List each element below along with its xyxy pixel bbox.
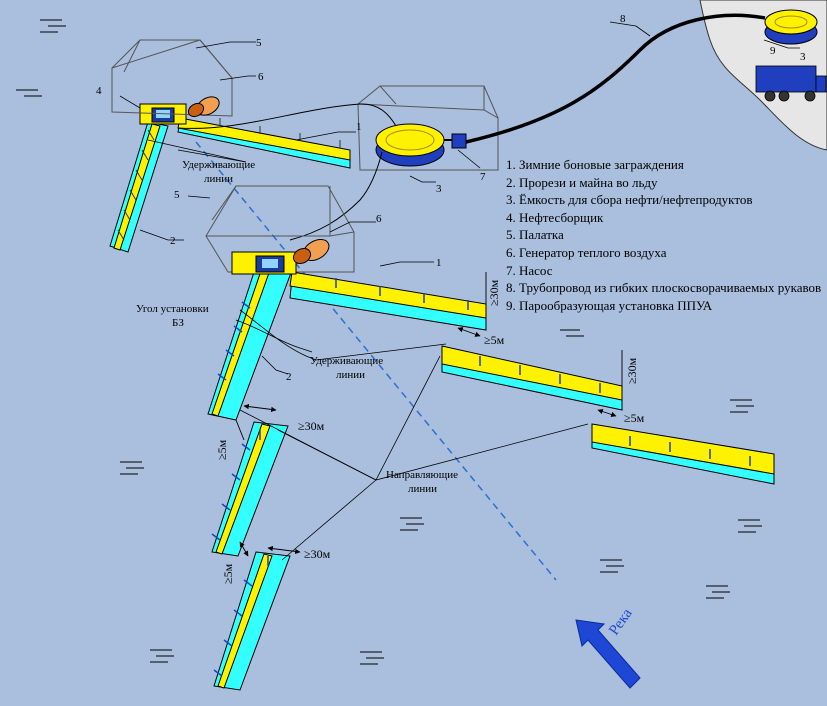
callout-8: 8 xyxy=(620,13,626,25)
lower-boom-system xyxy=(205,185,775,691)
right-boom-b xyxy=(591,423,775,475)
gap-5m-1: ≥5м xyxy=(484,333,505,347)
callout-6-lower: 6 xyxy=(376,213,382,225)
steam-truck-9 xyxy=(755,65,827,102)
river-axis-line xyxy=(195,141,557,581)
legend-item-5: 5. Палатка xyxy=(506,227,564,243)
anchor-posts xyxy=(211,278,751,677)
hose-skimmer-to-tank xyxy=(177,103,397,129)
guide-lines-label-1: Направляющие xyxy=(386,469,458,481)
lower-boom-2b xyxy=(215,423,271,555)
legend-item-8: 8. Трубопровод из гибких плоскосворачива… xyxy=(506,280,822,296)
callout-2-lower: 2 xyxy=(286,371,292,383)
gap-5m-2: ≥5м xyxy=(624,411,645,425)
gap-5m-3: ≥5м xyxy=(215,439,229,460)
legend-item-6: 6. Генератор теплого воздуха xyxy=(506,244,667,260)
pump-7 xyxy=(451,133,467,149)
legend-item-9: 9. Парообразующая установка ППУА xyxy=(506,297,713,313)
callout-4: 4 xyxy=(96,85,102,97)
hose-lower-skimmer xyxy=(289,151,383,241)
lower-heater xyxy=(292,239,330,265)
callout-3-shore: 3 xyxy=(800,51,806,63)
upper-heater xyxy=(187,96,220,118)
holding-lines-label-1: Удерживающие xyxy=(182,159,255,171)
angle-label-1: Угол установки xyxy=(136,303,209,315)
guide-lines-label-2: линии xyxy=(408,483,437,495)
gap-30m-1: ≥30м xyxy=(487,279,501,306)
holding-lines-label-3: Удерживающие xyxy=(310,355,383,367)
legend: 1. Зимние боновые заграждения 2. Прорези… xyxy=(506,156,824,314)
legend-item-4: 4. Нефтесборщик xyxy=(506,209,604,225)
river-arrow: Река xyxy=(575,605,641,689)
callout-5-upper: 5 xyxy=(256,37,262,49)
lower-boom-1 xyxy=(289,271,487,319)
holding-lines-label-4: линии xyxy=(336,369,365,381)
collection-tank-3 xyxy=(375,123,445,167)
dimension-markers xyxy=(235,272,623,557)
callout-9: 9 xyxy=(770,45,776,57)
callout-2-upper: 2 xyxy=(170,235,176,247)
callout-1-upper: 1 xyxy=(356,121,362,133)
angle-label-2: БЗ xyxy=(172,317,184,329)
callout-3-tank: 3 xyxy=(436,183,442,195)
callout-leaders xyxy=(119,21,800,375)
right-boom-a xyxy=(441,345,623,401)
tank-tent xyxy=(357,85,499,171)
holding-lines xyxy=(147,139,447,361)
callout-1-lower: 1 xyxy=(436,257,442,269)
upper-boom-system xyxy=(109,39,351,253)
callout-6-upper: 6 xyxy=(258,71,264,83)
gap-30m-4: ≥30м xyxy=(304,547,331,561)
lower-boom-2c xyxy=(217,553,273,689)
holding-lines-label-2: линии xyxy=(204,173,233,185)
legend-item-7: 7. Насос xyxy=(506,262,553,278)
upper-boom-diagonal xyxy=(113,123,161,251)
legend-item-2: 2. Прорези и майна во льду xyxy=(506,174,658,190)
shore-tank xyxy=(764,9,818,45)
legend-item-1: 1. Зимние боновые заграждения xyxy=(506,157,684,172)
gap-30m-3: ≥30м xyxy=(298,419,325,433)
upper-boom-posts xyxy=(117,118,341,241)
ice-marks xyxy=(16,19,762,665)
callout-7: 7 xyxy=(480,171,486,183)
callout-5-lower: 5 xyxy=(174,189,180,201)
lower-tent xyxy=(205,185,355,273)
upper-boom-1 xyxy=(177,117,351,161)
gap-30m-2: ≥30м xyxy=(625,357,639,384)
legend-item-3: 3. Ёмкость для сбора нефти/нефтепродукто… xyxy=(506,192,753,208)
gap-5m-4: ≥5м xyxy=(221,563,235,584)
pipeline-8 xyxy=(465,13,766,144)
river-label: Река xyxy=(606,605,636,638)
